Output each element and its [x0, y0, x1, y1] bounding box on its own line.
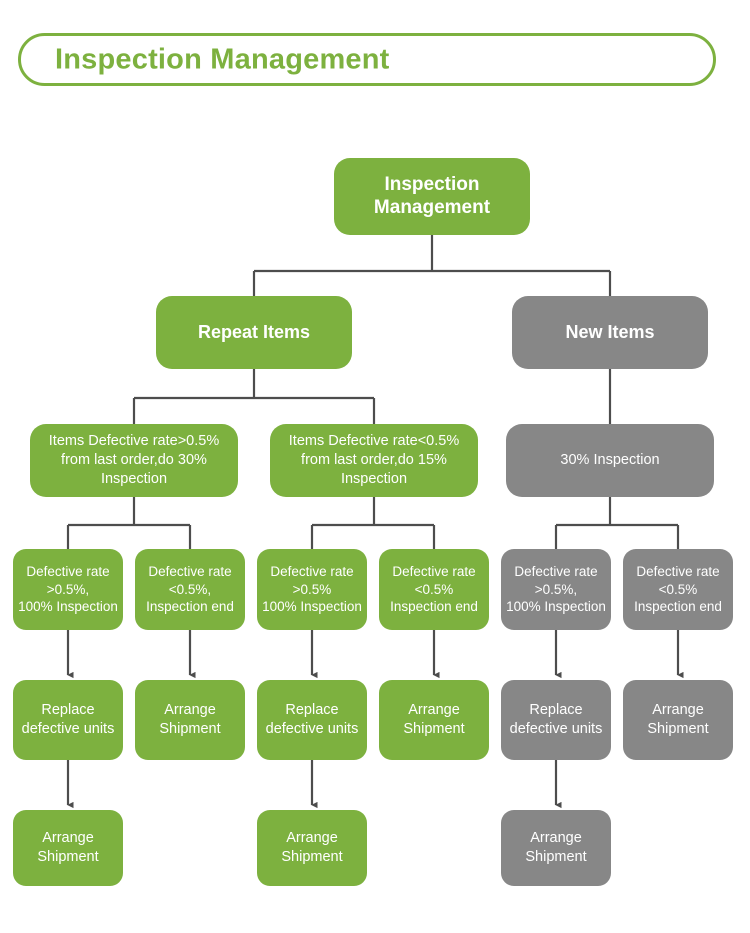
node-l5-col3-replace-defective-units[interactable]: Replace defective units — [257, 680, 367, 760]
node-repeat-rate-low[interactable]: Items Defective rate<0.5% from last orde… — [270, 424, 478, 497]
node-l5-col2-arrange-shipment[interactable]: Arrange Shipment — [135, 680, 245, 760]
node-inspection-management[interactable]: Inspection Management — [334, 158, 530, 235]
node-repeat-rate-high[interactable]: Items Defective rate>0.5% from last orde… — [30, 424, 238, 497]
node-l5-col4-arrange-shipment[interactable]: Arrange Shipment — [379, 680, 489, 760]
node-l4-col6-defective-low[interactable]: Defective rate <0.5% Inspection end — [623, 549, 733, 630]
node-l4-col2-defective-low[interactable]: Defective rate <0.5%, Inspection end — [135, 549, 245, 630]
node-l4-col3-defective-high[interactable]: Defective rate >0.5% 100% Inspection — [257, 549, 367, 630]
node-l5-col5-replace-defective-units[interactable]: Replace defective units — [501, 680, 611, 760]
node-new-items[interactable]: New Items — [512, 296, 708, 369]
node-l4-col4-defective-low[interactable]: Defective rate <0.5% Inspection end — [379, 549, 489, 630]
node-l6-col1-arrange-shipment[interactable]: Arrange Shipment — [13, 810, 123, 886]
node-repeat-items[interactable]: Repeat Items — [156, 296, 352, 369]
node-l4-col5-defective-high[interactable]: Defective rate >0.5%, 100% Inspection — [501, 549, 611, 630]
node-l4-col1-defective-high[interactable]: Defective rate >0.5%, 100% Inspection — [13, 549, 123, 630]
node-l6-col3-arrange-shipment[interactable]: Arrange Shipment — [257, 810, 367, 886]
node-l5-col1-replace-defective-units[interactable]: Replace defective units — [13, 680, 123, 760]
node-l6-col5-arrange-shipment[interactable]: Arrange Shipment — [501, 810, 611, 886]
node-l5-col6-arrange-shipment[interactable]: Arrange Shipment — [623, 680, 733, 760]
page-header-banner: Inspection Management — [18, 33, 716, 86]
page-title: Inspection Management — [55, 43, 390, 75]
node-new-items-30-inspection[interactable]: 30% Inspection — [506, 424, 714, 497]
